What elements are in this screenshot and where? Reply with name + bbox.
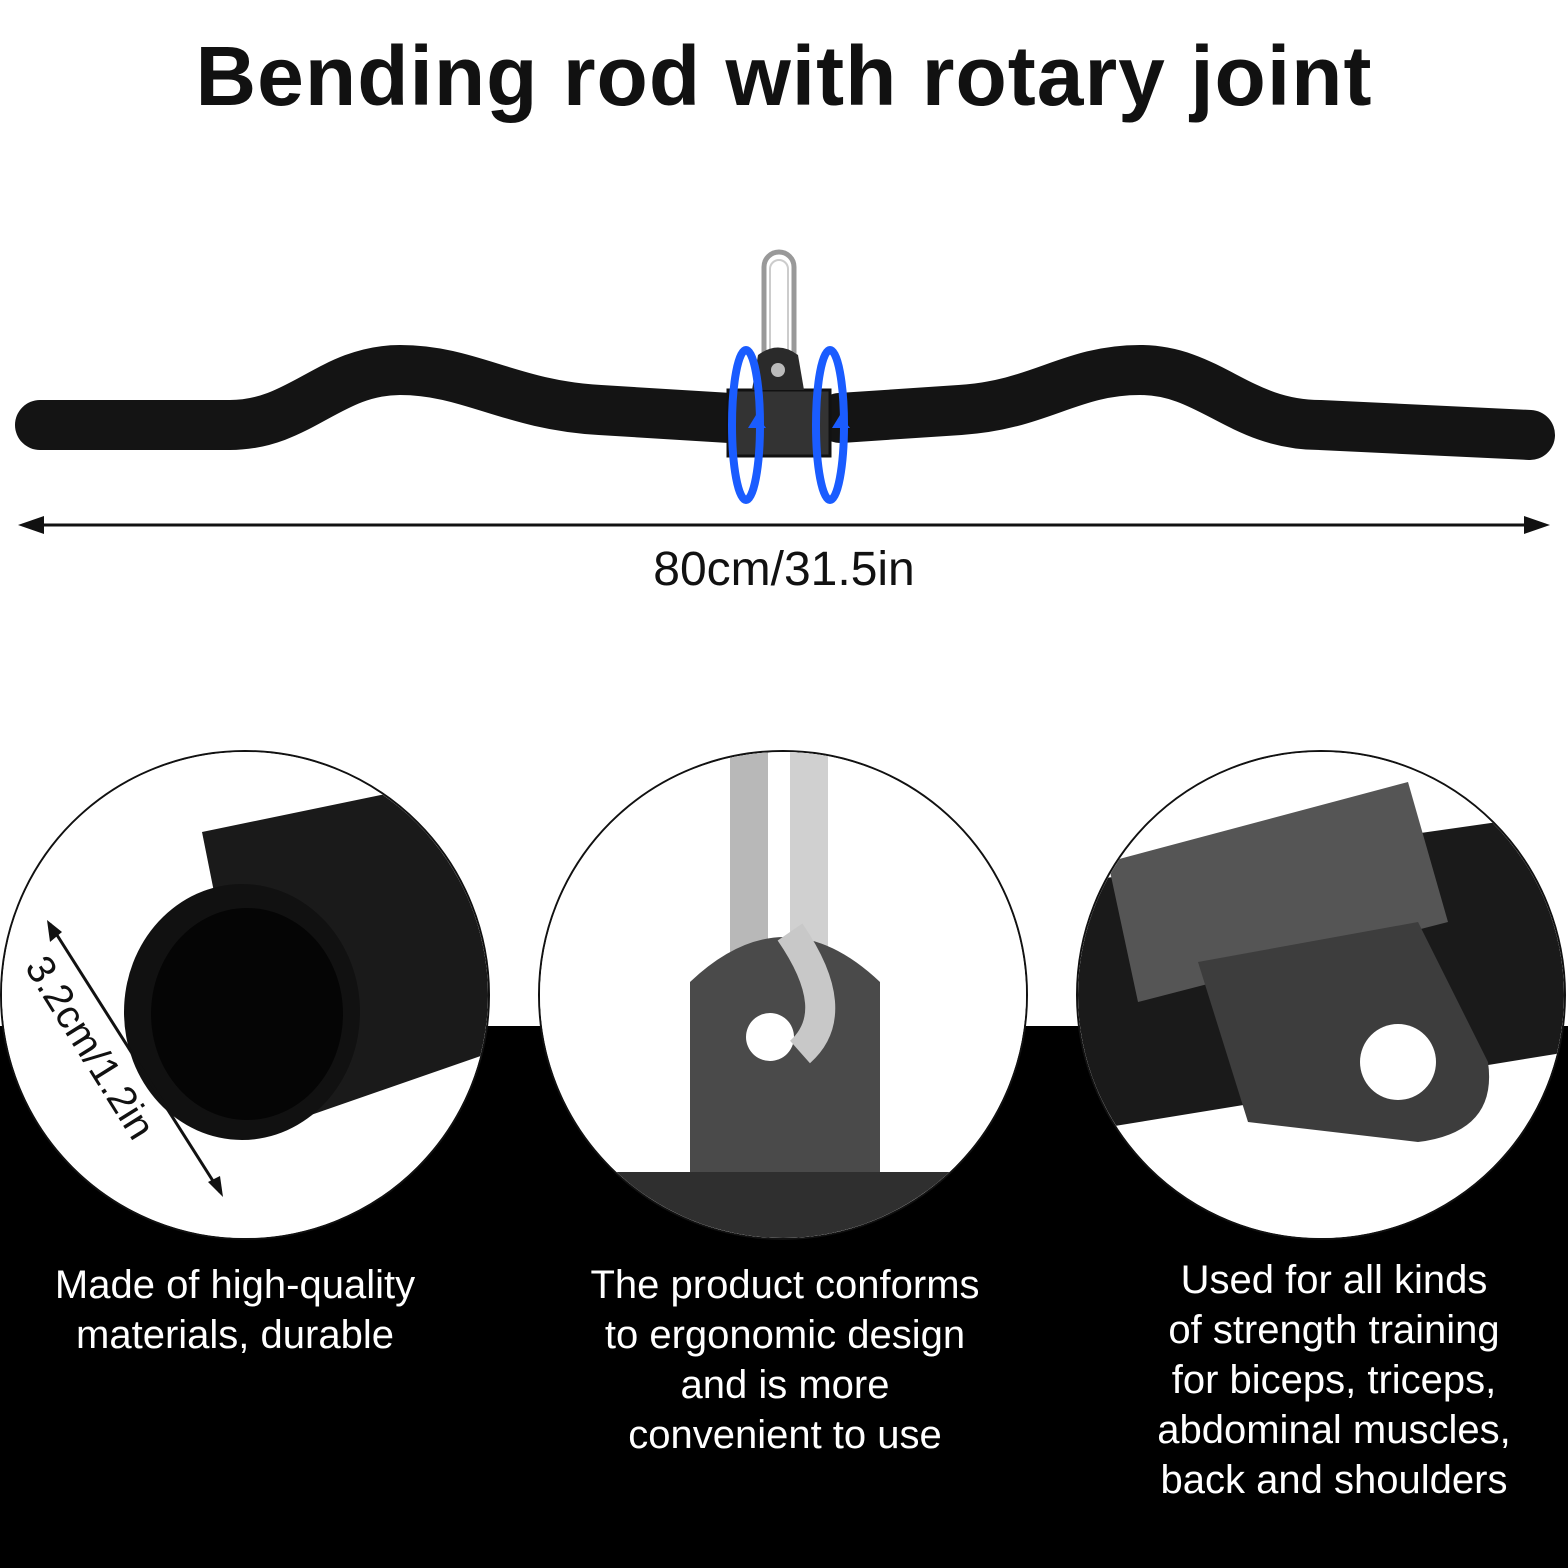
feature-caption-ergonomic: The product conforms to ergonomic design… bbox=[590, 1263, 980, 1457]
page-title: Bending rod with rotary joint bbox=[195, 29, 1373, 123]
length-label: 80cm/31.5in bbox=[653, 543, 915, 596]
curl-bar bbox=[15, 345, 1555, 460]
feature-caption-durable: Made of high-quality materials, durable bbox=[54, 1263, 416, 1357]
length-dimension-arrow bbox=[0, 500, 1568, 560]
detail-mount-bracket bbox=[1076, 750, 1566, 1240]
detail-carabiner bbox=[538, 750, 1028, 1240]
feature-caption-training: Used for all kinds of strength training … bbox=[1157, 1258, 1511, 1502]
curl-bar-illustration bbox=[0, 230, 1568, 530]
detail-bar-end: 3.2cm/1.2in bbox=[0, 750, 490, 1240]
